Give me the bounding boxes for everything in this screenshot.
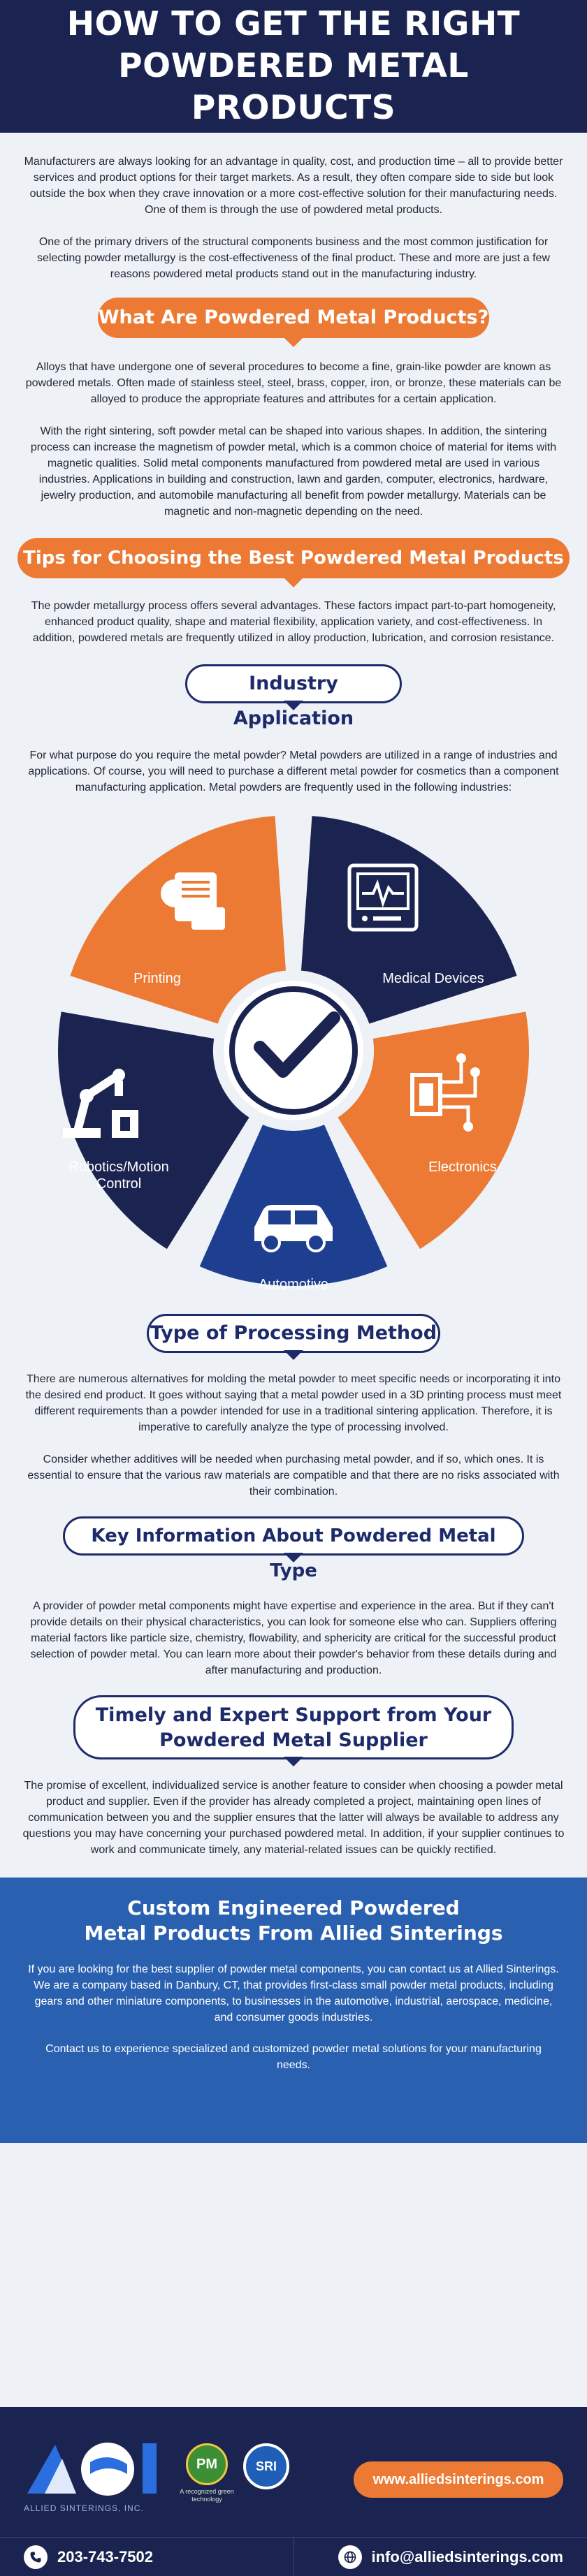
processing-paragraph-2: Consider whether additives will be neede… [27,1454,560,1498]
processing-section: Type of Processing Method There are nume… [0,1314,587,1500]
header-banner: HOW TO GET THE RIGHT POWDERED METAL PROD… [0,0,587,133]
printing-press-icon [161,872,225,930]
intro-section: Manufacturers are always looking for an … [0,133,587,282]
custom-heading-line1: Custom Engineered Powdered [127,1896,460,1919]
what-heading-pill: What Are Powdered Metal Products? [98,298,489,347]
robot-arm-icon [63,1069,138,1138]
custom-heading: Custom Engineered Powdered Metal Product… [28,1896,559,1946]
segment-electronics [333,1007,533,1254]
processing-heading-pill: Type of Processing Method [147,1314,440,1360]
industry-heading: Industry Application [233,673,354,729]
tips-paragraph-1: The powder metallurgy process offers sev… [31,600,556,644]
phone-contact[interactable]: 203-743-7502 [0,2545,294,2569]
pmi-badge: PM A recognized green technology [179,2443,235,2503]
industry-wheel: Printing Medical Devices El [0,796,587,1312]
processing-paragraph-1: There are numerous alternatives for mold… [25,1373,562,1433]
globe-icon [338,2545,362,2569]
brand-name: ALLIED SINTERINGS, INC. [24,2503,144,2513]
custom-paragraph-1: If you are looking for the best supplier… [28,1963,559,2024]
medical-monitor-icon [347,863,419,932]
checkmark-ring [229,986,358,1115]
industry-paragraph-1: For what purpose do you require the meta… [28,749,559,793]
support-heading-pill: Timely and Expert Support from Your Powd… [73,1695,514,1766]
intro-paragraph-1: Manufacturers are always looking for an … [24,156,563,216]
contact-bar: 203-743-7502 info@alliedsinterings.com [0,2537,587,2576]
checkmark-icon [254,1011,340,1078]
sri-certified-badge: SRI [243,2443,289,2489]
segment-label-printing: Printing [133,971,181,986]
industry-wheel-graphic: Printing Medical Devices El [54,811,533,1292]
industry-heading-pill: Industry Application [185,664,402,729]
support-heading-line2: Powdered Metal Supplier [159,1729,428,1751]
phone-number: 203-743-7502 [57,2547,154,2566]
segment-label-automotive: Automotive [259,1277,328,1292]
footer: ALLIED SINTERINGS, INC. PM A recognized … [0,2407,587,2576]
tips-heading-pill: Tips for Choosing the Best Powdered Meta… [17,538,570,587]
support-section: Timely and Expert Support from Your Powd… [0,1695,587,1858]
tips-heading: Tips for Choosing the Best Powdered Meta… [23,548,564,569]
footer-logo-row: ALLIED SINTERINGS, INC. PM A recognized … [24,2431,563,2522]
keyinfo-heading: Key Information About Powdered Metal Typ… [91,1525,496,1581]
page-title: HOW TO GET THE RIGHT POWDERED METAL PROD… [66,5,521,127]
pm-leaf-icon: PM [186,2443,228,2485]
intro-paragraph-2: One of the primary drivers of the struct… [36,236,550,280]
segment-label-medical: Medical Devices [382,971,484,986]
segment-robotics [54,1007,254,1254]
asi-logo [27,2443,157,2496]
custom-paragraph-2: Contact us to experience specialized and… [45,2043,542,2071]
keyinfo-paragraph-1: A provider of powder metal components mi… [30,1600,557,1676]
pmi-caption: A recognized green technology [180,2488,234,2503]
tips-section: Tips for Choosing the Best Powdered Meta… [0,538,587,646]
segment-label-robotics-line2: Control [96,1176,141,1192]
phone-icon [24,2545,48,2569]
support-paragraph-1: The promise of excellent, individualized… [22,1780,565,1856]
email-contact[interactable]: info@alliedsinterings.com [293,2537,587,2576]
keyinfo-heading-pill: Key Information About Powdered Metal Typ… [63,1516,524,1581]
what-paragraph-2: With the right sintering, soft powder me… [30,425,557,518]
what-section: What Are Powdered Metal Products? Alloys… [0,298,587,520]
custom-section: Custom Engineered Powdered Metal Product… [0,1878,587,2143]
what-heading: What Are Powdered Metal Products? [98,307,489,328]
industry-section: Industry Application For what purpose do… [0,664,587,796]
support-heading-line1: Timely and Expert Support from Your [95,1704,492,1726]
circuit-board-icon [410,1053,480,1132]
what-paragraph-1: Alloys that have undergone one of severa… [25,361,562,405]
processing-heading: Type of Processing Method [150,1322,437,1344]
keyinfo-section: Key Information About Powdered Metal Typ… [0,1516,587,1678]
segment-label-robotics-line1: Robotics/Motion [68,1159,168,1175]
custom-heading-line2: Metal Products From Allied Sinterings [84,1922,503,1945]
segment-label-electronics: Electronics [428,1159,497,1175]
website-button[interactable]: www.alliedsinterings.com [354,2461,563,2498]
email-address: info@alliedsinterings.com [371,2547,564,2566]
car-icon [254,1205,333,1252]
